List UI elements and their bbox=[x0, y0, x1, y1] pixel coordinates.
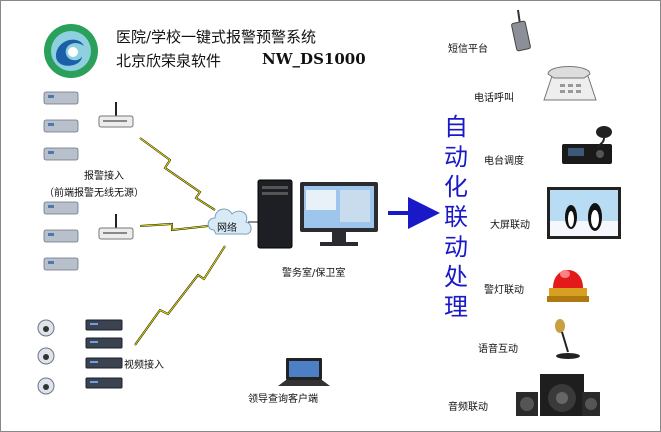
alarm-access-label: 报警接入 bbox=[84, 171, 124, 182]
output-label-sms: 短信平台 bbox=[448, 44, 488, 55]
dome-camera-icon bbox=[37, 319, 55, 395]
product-model: NW_DS1000 bbox=[262, 50, 366, 68]
duty-room-label: 警务室/保卫室 bbox=[282, 268, 346, 279]
output-label-voice: 语音互动 bbox=[478, 344, 518, 355]
wireless-link-upper bbox=[139, 137, 216, 211]
video-access-label: 视频接入 bbox=[124, 360, 164, 371]
sms-gateway-icon bbox=[511, 9, 531, 52]
alarm-access-note: （前端报警无线无源） bbox=[44, 188, 144, 199]
duty-room-computer-icon bbox=[257, 179, 378, 249]
laptop-client-icon bbox=[278, 358, 330, 386]
microphone-icon bbox=[555, 319, 580, 359]
camera-dvr-group bbox=[37, 319, 123, 395]
output-label-audio: 音频联动 bbox=[448, 402, 488, 413]
output-label-screen: 大屏联动 bbox=[490, 220, 530, 231]
warning-light-icon bbox=[547, 270, 589, 302]
speaker-icon bbox=[516, 374, 600, 416]
alarm-sensor-group-lower bbox=[43, 201, 79, 271]
company-logo-icon bbox=[44, 24, 98, 78]
network-label: 网络 bbox=[217, 223, 237, 234]
wireless-router-icon bbox=[98, 102, 134, 128]
client-label: 领导查询客户端 bbox=[248, 394, 318, 405]
telephone-icon bbox=[543, 66, 597, 101]
auto-process-label: 自动化联动处理 bbox=[444, 113, 468, 321]
wireless-router-icon-2 bbox=[98, 214, 134, 240]
output-label-phone: 电话呼叫 bbox=[474, 93, 514, 104]
system-title: 医院/学校一键式报警预警系统 bbox=[116, 28, 317, 46]
network-cloud-icon bbox=[207, 208, 252, 235]
company-name: 北京欣荣泉软件 bbox=[116, 52, 222, 70]
wireless-link-lower bbox=[134, 245, 226, 346]
output-label-light: 警灯联动 bbox=[484, 285, 524, 296]
alarm-sensor-group-upper bbox=[43, 91, 79, 161]
radio-icon bbox=[562, 126, 612, 164]
big-screen-icon bbox=[547, 187, 621, 239]
output-label-radio: 电台调度 bbox=[484, 156, 524, 167]
